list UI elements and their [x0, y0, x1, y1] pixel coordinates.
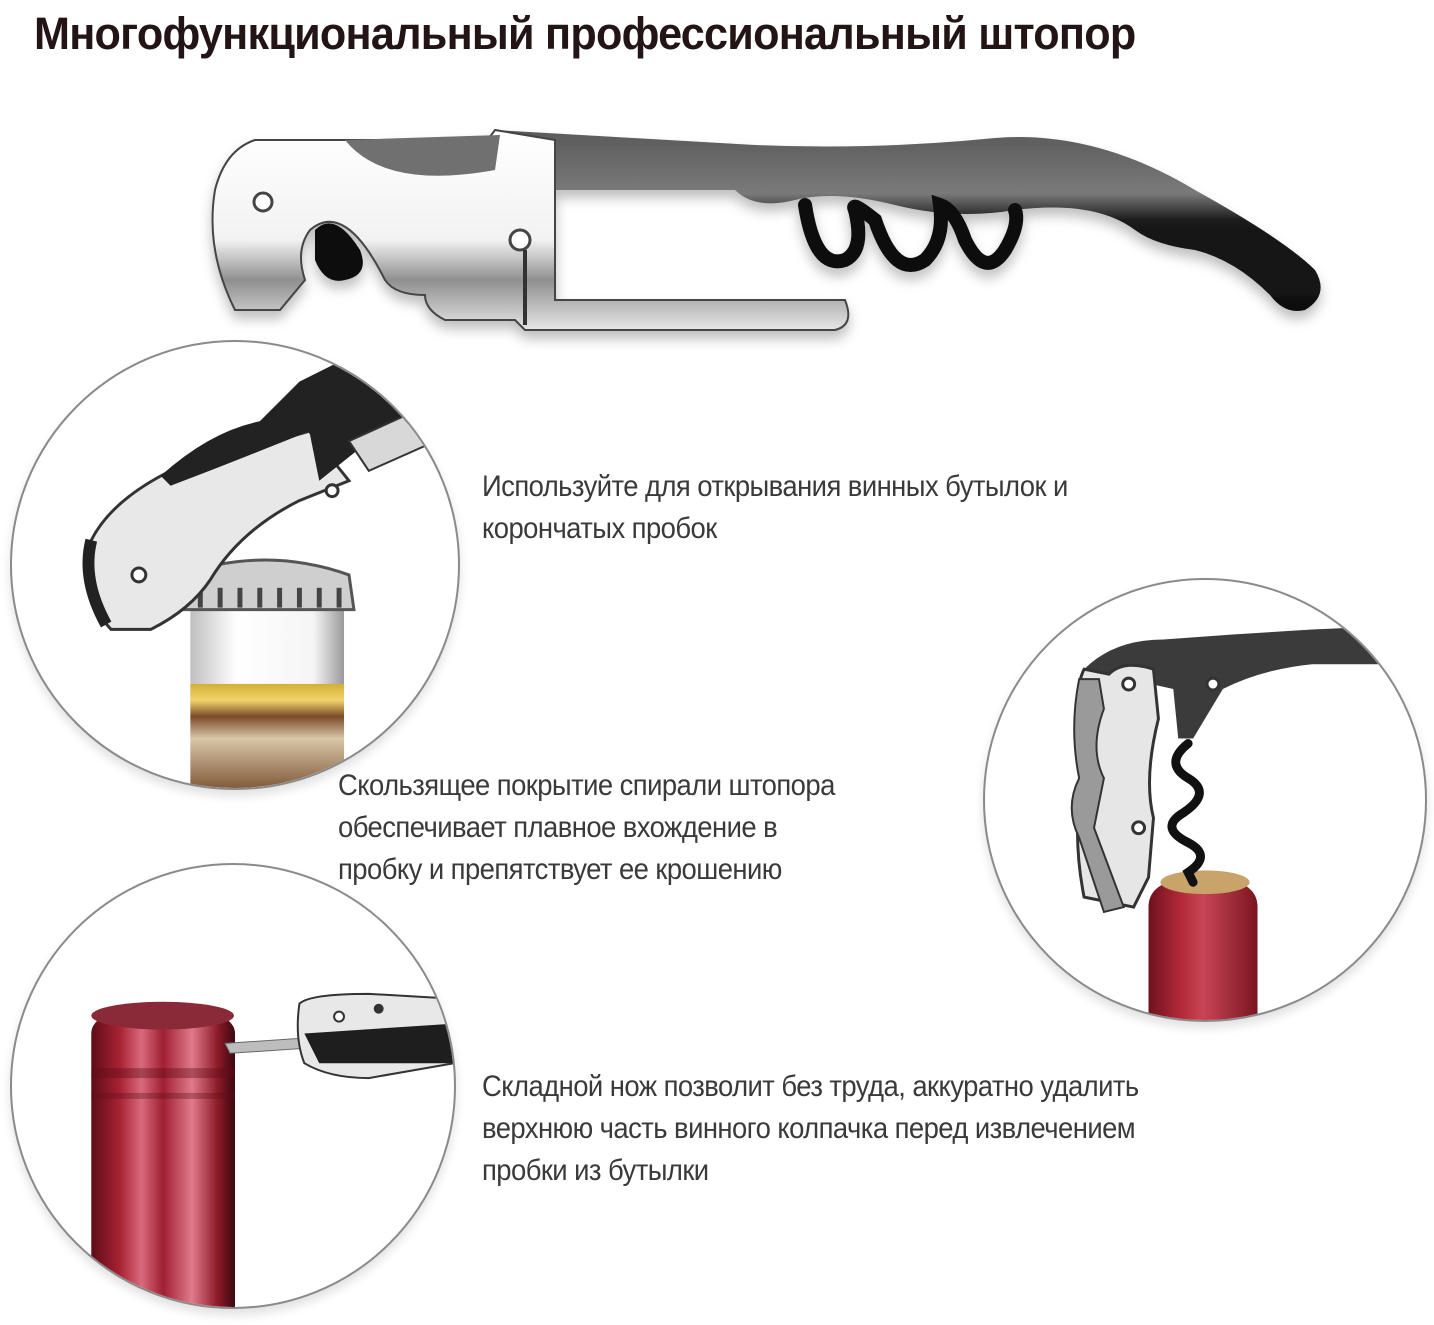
foil-cutter-knife-icon — [91, 992, 454, 1307]
caption-line: Складной нож позволит без труда, аккурат… — [482, 1070, 1139, 1103]
corkscrew-spiral-detail-image — [983, 578, 1427, 1022]
caption-line: Скользящее покрытие спирали штопора — [338, 769, 835, 802]
caption-line: пробку и препятствует ее крошению — [338, 853, 782, 886]
page-title: Многофункциональный профессиональный што… — [34, 8, 1136, 59]
corkscrew-spiral-icon — [1070, 624, 1425, 1020]
caption-line: верхнюю часть винного колпачка перед изв… — [482, 1112, 1136, 1145]
bottle-cap-opener-icon — [82, 361, 458, 788]
hero-corkscrew-image — [195, 110, 1335, 350]
feature-caption-foil-knife: Складной нож позволит без труда, аккурат… — [482, 1066, 1139, 1192]
caption-line: пробки из бутылки — [482, 1154, 709, 1187]
bottle-opener-detail-image — [10, 340, 460, 790]
waiters-corkscrew-icon — [211, 128, 1321, 331]
feature-caption-bottle-opener: Используйте для открывания винных бутыло… — [482, 466, 1068, 550]
caption-line: корончатых пробок — [482, 512, 717, 545]
feature-caption-coated-spiral: Скользящее покрытие спирали штопора обес… — [338, 765, 835, 891]
caption-line: Используйте для открывания винных бутыло… — [482, 470, 1068, 503]
caption-line: обеспечивает плавное вхождение в — [338, 811, 778, 844]
foil-knife-detail-image — [10, 863, 456, 1309]
